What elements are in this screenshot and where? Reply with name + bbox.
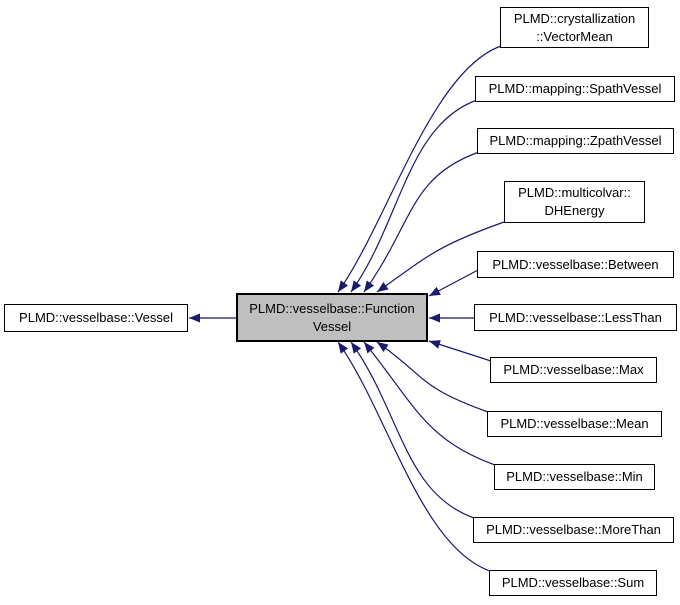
class-node-zpathvessel[interactable]: PLMD::mapping::ZpathVessel: [477, 128, 674, 154]
arrowhead-spathvessel-to-functionvessel: [351, 280, 362, 292]
class-node-min[interactable]: PLMD::vesselbase::Min: [494, 464, 655, 490]
arrowhead-min-to-functionvessel: [364, 342, 375, 354]
class-node-morethan[interactable]: PLMD::vesselbase::MoreThan: [473, 517, 674, 543]
edge-zpathvessel-to-functionvessel: [363, 151, 480, 293]
arrowhead-sum-to-functionvessel: [338, 342, 349, 354]
arrowhead-vectormean-to-functionvessel: [338, 280, 349, 292]
edge-max-to-functionvessel: [428, 340, 492, 362]
class-node-between[interactable]: PLMD::vesselbase::Between: [477, 251, 674, 278]
edge-sum-to-functionvessel: [337, 341, 491, 572]
edge-between-to-functionvessel: [428, 269, 479, 297]
arrowhead-dhenergy-to-functionvessel: [377, 282, 389, 292]
edge-min-to-functionvessel: [363, 341, 496, 466]
arrowhead-mean-to-functionvessel: [377, 342, 389, 352]
class-node-lessthan[interactable]: PLMD::vesselbase::LessThan: [474, 304, 677, 331]
class-node-max[interactable]: PLMD::vesselbase::Max: [490, 357, 657, 383]
edge-mean-to-functionvessel: [376, 341, 489, 413]
class-node-dhenergy[interactable]: PLMD::multicolvar:: DHEnergy: [504, 181, 645, 223]
class-node-functionvessel: PLMD::vesselbase::Function Vessel: [236, 293, 428, 342]
class-node-sum[interactable]: PLMD::vesselbase::Sum: [489, 570, 657, 596]
arrowhead-functionvessel-to-vessel: [189, 313, 200, 323]
edge-morethan-to-functionvessel: [350, 341, 475, 519]
arrowhead-max-to-functionvessel: [429, 340, 441, 349]
edge-spathvessel-to-functionvessel: [350, 99, 478, 293]
class-node-vessel[interactable]: PLMD::vesselbase::Vessel: [4, 304, 188, 332]
arrowhead-morethan-to-functionvessel: [351, 342, 362, 354]
arrowhead-lessthan-to-functionvessel: [429, 313, 440, 323]
class-node-mean[interactable]: PLMD::vesselbase::Mean: [487, 411, 662, 437]
class-node-spathvessel[interactable]: PLMD::mapping::SpathVessel: [475, 76, 675, 102]
arrowhead-between-to-functionvessel: [429, 286, 441, 296]
arrowhead-zpathvessel-to-functionvessel: [364, 280, 375, 292]
class-node-vectormean[interactable]: PLMD::crystallization ::VectorMean: [500, 7, 649, 48]
